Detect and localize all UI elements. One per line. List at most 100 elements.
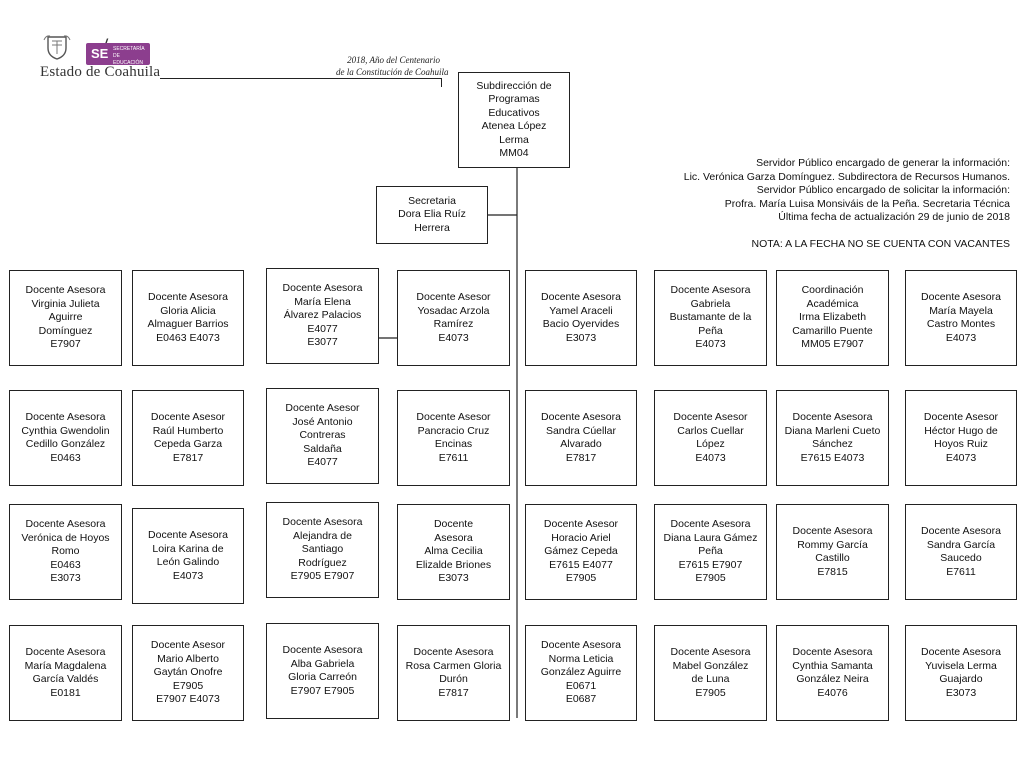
box-text-line: Norma Leticia	[548, 652, 614, 665]
box-text-line: Castillo	[815, 552, 850, 564]
box-text-line: Académica	[806, 297, 859, 310]
box-text-line: Docente Asesora	[921, 291, 1001, 303]
box-text-line: Sandra García	[926, 538, 996, 551]
box-text-line: Encinas	[434, 438, 473, 450]
box-text-line: E4073	[945, 331, 977, 344]
box-text-line: Yuvisela Lerma	[925, 659, 997, 672]
box-text-line: E3073	[565, 331, 597, 344]
box-text-line: Mario Alberto	[157, 652, 219, 665]
box-text-line: E0463	[50, 558, 81, 571]
box-text-line: Verónica de Hoyos	[21, 531, 110, 544]
se-logo-sub-line: SECRETARÍA	[113, 46, 145, 52]
box-text-line: Saucedo	[940, 552, 982, 564]
box-text-line: Gloria Carreón	[288, 671, 357, 683]
box-text-line: León Galindo	[156, 556, 220, 568]
box-text-line: Educativos	[488, 106, 540, 119]
box-text-line: Loira Karina de	[152, 542, 224, 555]
box-text-line: Sandra Cúellar	[545, 424, 617, 437]
box-text-line: Alejandra de	[293, 529, 352, 542]
box-text-line: Dora Elia Ruíz	[398, 208, 466, 221]
box-text-line: Horacio Ariel	[551, 531, 611, 544]
header-rule-tick	[441, 78, 442, 87]
box-text-line: E4077	[307, 322, 338, 335]
box-text-line: Docente Asesora	[282, 644, 363, 656]
box-text-line: Docente Asesora	[148, 291, 228, 303]
box-text-line: Gámez Cepeda	[544, 545, 618, 558]
box-text-line: E0687	[565, 693, 597, 706]
box-text-line: Irma Elizabeth	[798, 311, 867, 324]
box-text-line: Almaguer Barrios	[147, 318, 229, 330]
box-text-line: E7817	[172, 451, 204, 464]
se-logo: SE SECRETARÍA DE EDUCACIÓN	[86, 43, 150, 66]
box-text-line: E7905 E7907	[290, 570, 355, 583]
box-text-line: Cynthia Gwendolin	[21, 424, 110, 437]
box-text-line: Atenea López	[481, 120, 547, 132]
box-text-line: E7615 E4077	[549, 558, 613, 571]
box-text-line: E4076	[817, 686, 848, 699]
box-text-line: Docente Asesora	[148, 529, 228, 541]
box-text-line: López	[696, 438, 725, 450]
box-text-line: Héctor Hugo de	[924, 424, 998, 437]
box-text-line: Docente Asesora	[25, 646, 106, 658]
box-text-line: Bustamante de la	[669, 311, 752, 324]
box-text-line: MM04	[499, 147, 529, 159]
state-name: Estado de Coahuila	[40, 64, 161, 80]
box-text-line: Herrera	[414, 221, 450, 234]
box-text-line: Docente Asesora	[282, 282, 363, 295]
box-text-line: Docente Asesora	[25, 411, 106, 423]
box-text-line: E7611	[946, 565, 976, 578]
box-text-line: E7615 E7907	[678, 558, 743, 571]
box-text-line: Docente Asesora	[670, 284, 751, 297]
box-text-line: E7905	[695, 572, 726, 585]
box-text-line: Pancracio Cruz	[417, 424, 490, 437]
box-text-line: María Magdalena	[24, 659, 107, 672]
box-text-line: Yosadac Arzola	[417, 304, 490, 317]
box-text-line: Cynthia Samanta	[792, 659, 873, 672]
box-text-line: E0671	[565, 679, 597, 692]
box-text-line: Elizalde Briones	[415, 558, 492, 571]
box-text-line: Gloria Alicia	[160, 304, 216, 317]
box-text-line: E7611	[438, 451, 469, 464]
box-text-line: Docente Asesor	[285, 402, 360, 415]
box-text-line: Docente Asesora	[792, 411, 873, 423]
box-text-line: E7907 E7905	[290, 684, 355, 697]
box-text-line: Docente Asesora	[670, 646, 751, 658]
box-text-line: González Aguirre	[540, 666, 622, 679]
box-text-line: Programas	[488, 93, 540, 105]
coat-of-arms-icon	[43, 35, 71, 60]
year-legend-line: de la Constitución de Coahuila	[336, 67, 449, 77]
box-text-line: Docente Asesor	[673, 411, 748, 423]
box-text-line: Docente Asesora	[541, 639, 621, 652]
box-text-line: Rodríguez	[298, 556, 347, 569]
box-text-line: Docente Asesor	[150, 639, 226, 652]
box-text-line: Diana Laura Gámez	[663, 531, 758, 544]
box-text-line: E0463 E4073	[156, 331, 220, 344]
box-text-line: Santiago	[301, 543, 344, 556]
box-text-line: E0181	[50, 686, 81, 699]
box-text-line: Raúl Humberto	[152, 424, 224, 437]
box-text-line: Docente Asesora	[792, 646, 873, 658]
box-text-line: Ramírez	[433, 318, 474, 330]
box-text-line: Docente	[433, 518, 474, 531]
box-text-line: Saldaña	[303, 442, 342, 455]
box-text-line: Asesora	[434, 531, 473, 544]
year-legend: 2018, Año del Centenario de la Constituc…	[336, 54, 449, 78]
box-text-line: Peña	[698, 545, 723, 558]
box-text-line: E7817	[565, 451, 597, 464]
box-text-line: E3073	[50, 572, 81, 585]
box-text-line: E4073	[172, 569, 204, 582]
box-text-line: Carlos Cuellar	[677, 424, 744, 437]
box-text-line: E7817	[438, 686, 469, 699]
info-line: Profra. María Luisa Monsiváis de la Peña…	[724, 197, 1010, 210]
box-text-line: Yamel Araceli	[549, 304, 613, 317]
